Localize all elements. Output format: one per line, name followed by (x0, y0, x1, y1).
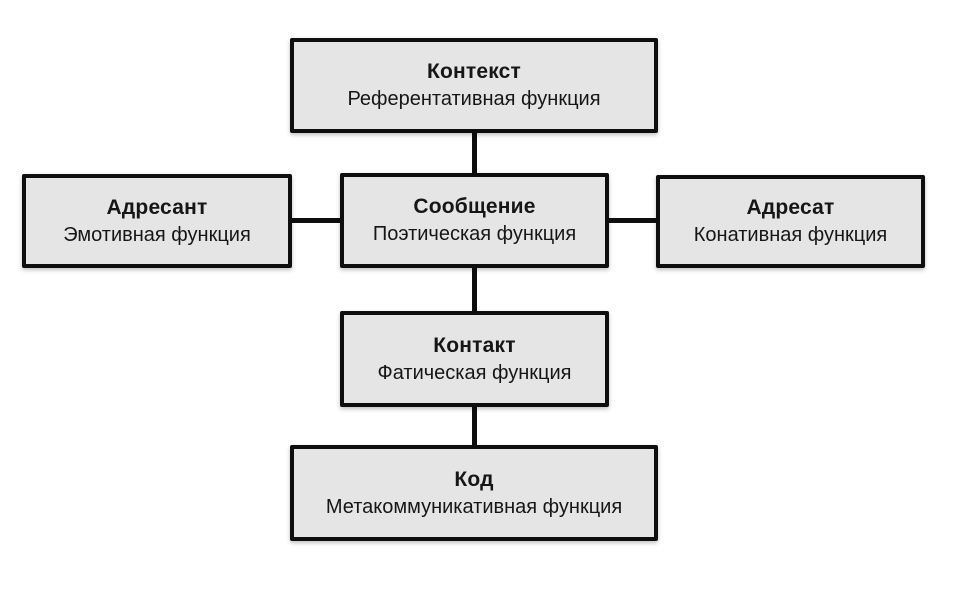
connector-context-message (472, 130, 477, 176)
node-code-subtitle: Метакоммуникативная функция (325, 495, 623, 518)
connector-message-contact (472, 266, 477, 314)
node-message-title: Сообщение (413, 195, 536, 218)
node-addressee-title: Адресат (746, 196, 835, 219)
node-addresser-title: Адресант (106, 195, 208, 219)
node-addresser-subtitle: Эмотивная функция (63, 223, 251, 246)
connector-contact-code (472, 405, 477, 448)
node-context-subtitle: Референтативная функция (347, 88, 601, 110)
node-message-subtitle: Поэтическая функция (372, 223, 577, 245)
node-addresser: Адресант Эмотивная функция (22, 174, 292, 268)
node-code-title: Код (454, 467, 494, 491)
node-context-title: Контекст (426, 60, 522, 83)
node-contact-title: Контакт (433, 333, 516, 357)
connector-message-addressee (607, 218, 659, 223)
node-addressee: Адресат Конативная функция (656, 175, 925, 268)
connector-addresser-message (290, 218, 343, 223)
node-contact: Контакт Фатическая функция (340, 311, 609, 407)
node-message: Сообщение Поэтическая функция (340, 173, 609, 268)
node-contact-subtitle: Фатическая функция (377, 361, 572, 384)
node-context: Контекст Референтативная функция (290, 38, 658, 133)
node-code: Код Метакоммуникативная функция (290, 445, 658, 541)
node-addressee-subtitle: Конативная функция (693, 224, 888, 246)
